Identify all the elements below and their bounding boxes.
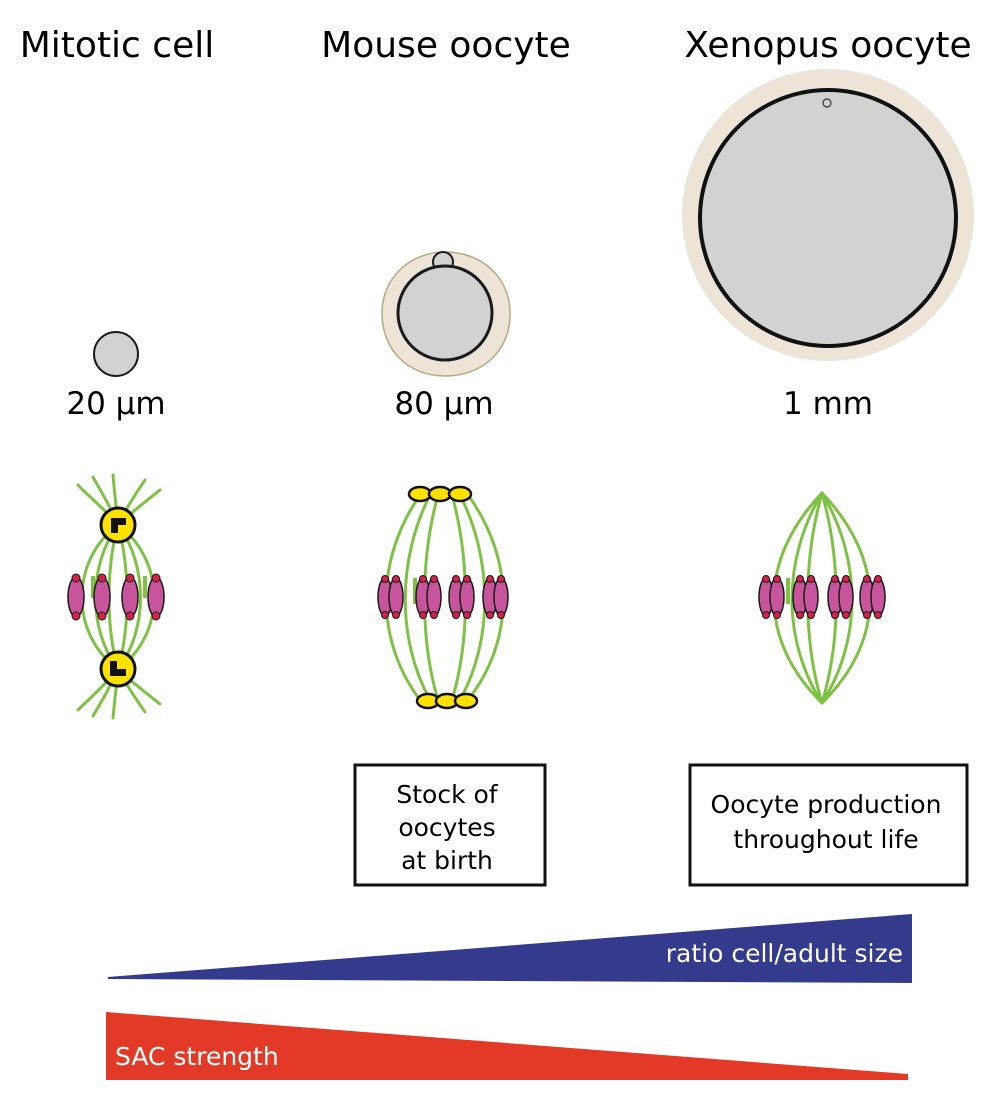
chromosome-pair — [792, 575, 819, 619]
mouse-mtoc-top — [407, 485, 473, 503]
xenopus-box-line-2: throughout life — [733, 825, 918, 854]
ratio-gradient-wedge: ratio cell/adult size — [108, 914, 912, 983]
size-label-mouse: 80 μm — [394, 386, 493, 422]
title-mouse-oocyte: Mouse oocyte — [321, 25, 571, 66]
chromosome-pair — [758, 575, 785, 619]
chromosome-pair — [448, 575, 475, 619]
xenopus-info-box: Oocyte production throughout life — [688, 763, 969, 887]
mouse-mtoc-bottom — [415, 692, 479, 710]
mouse-box-line-1: Stock of — [396, 780, 498, 809]
chromosome — [147, 573, 165, 621]
oocyte-nucleus-body — [396, 264, 494, 362]
title-mitotic-cell: Mitotic cell — [20, 25, 215, 66]
xenopus-box-line-1: Oocyte production — [711, 790, 942, 819]
xenopus-oocyte-cell — [682, 69, 974, 361]
xenopus-oocyte-body — [698, 88, 958, 348]
sac-wedge-label: SAC strength — [115, 1042, 279, 1071]
mouse-oocyte-cell — [381, 251, 511, 377]
mouse-box-line-3: at birth — [401, 846, 493, 875]
chromosome-pair — [859, 575, 886, 619]
size-label-mitotic: 20 μm — [66, 386, 165, 422]
mitotic-cell-circle — [93, 331, 139, 377]
chromosome-pair — [482, 575, 509, 619]
sac-gradient-wedge: SAC strength — [106, 1012, 908, 1080]
mouse-info-box: Stock of oocytes at birth — [353, 763, 547, 887]
ratio-wedge-label: ratio cell/adult size — [666, 939, 903, 968]
xenopus-chromosomes — [758, 575, 886, 619]
size-label-xenopus: 1 mm — [783, 386, 873, 422]
chromosome — [67, 573, 85, 621]
chromosome — [121, 573, 139, 621]
chromosome-pair — [827, 575, 854, 619]
title-xenopus-oocyte: Xenopus oocyte — [684, 25, 971, 66]
mitotic-chromosomes — [67, 573, 165, 621]
mouse-box-line-2: oocytes — [398, 813, 495, 842]
xenopus-polar-body — [822, 98, 832, 108]
chromosome-pair — [377, 575, 404, 619]
centrosome-top — [99, 506, 137, 544]
chromosome — [93, 573, 111, 621]
chromosome-pair — [415, 575, 442, 619]
centrosome-bottom — [99, 650, 137, 688]
mouse-chromosomes — [377, 575, 509, 619]
